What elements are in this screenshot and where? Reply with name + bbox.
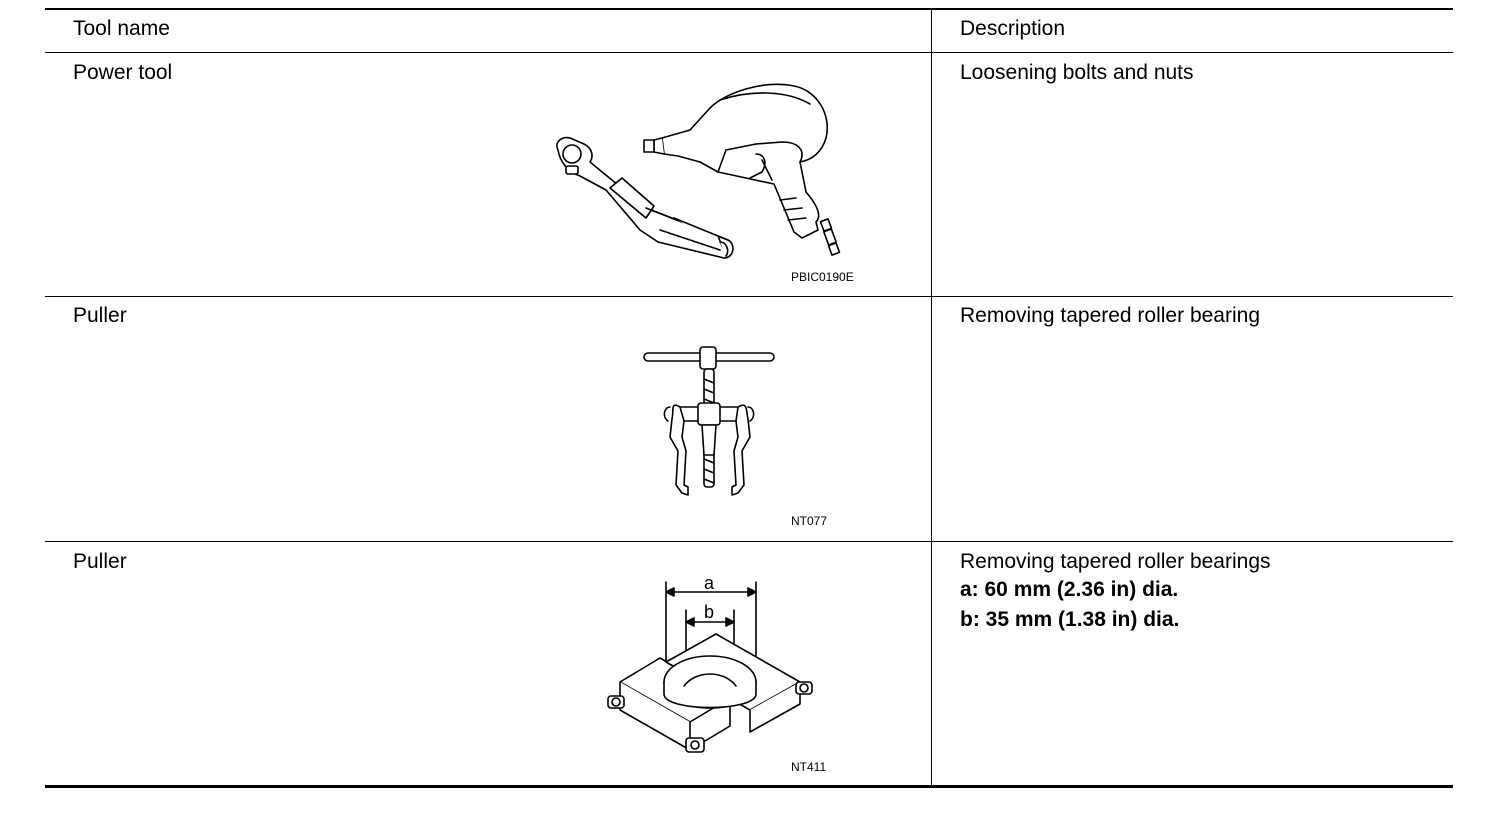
row-1-figure-code: PBIC0190E bbox=[791, 270, 854, 284]
row-2-figure-code: NT077 bbox=[791, 514, 828, 528]
column-divider bbox=[931, 8, 932, 787]
row-1-tool-name: Power tool bbox=[73, 61, 173, 84]
row-3-spec-a: a: 60 mm (2.36 in) dia. bbox=[960, 578, 1179, 601]
row-2-tool-name: Puller bbox=[73, 304, 127, 327]
row-3-spec-b: b: 35 mm (1.38 in) dia. bbox=[960, 608, 1180, 631]
bearing-puller-illustration bbox=[607, 581, 813, 753]
header-rule bbox=[45, 52, 1453, 53]
row-3-tool-name: Puller bbox=[73, 550, 127, 573]
bottom-rule bbox=[45, 785, 1453, 788]
row-3-figure-code: NT411 bbox=[791, 760, 827, 774]
top-rule bbox=[45, 8, 1453, 10]
header-description: Description bbox=[960, 17, 1066, 40]
row-3-description: Removing tapered roller bearings bbox=[960, 550, 1271, 573]
row-rule-1 bbox=[45, 296, 1453, 297]
power-tool-illustration bbox=[556, 83, 841, 259]
row-rule-2 bbox=[45, 541, 1453, 542]
tools-table: Tool name Description Power tool Looseni… bbox=[45, 8, 1453, 789]
gear-puller-illustration bbox=[643, 346, 775, 496]
dimension-label-b: b bbox=[704, 602, 715, 622]
row-1-description: Loosening bolts and nuts bbox=[960, 61, 1194, 84]
header-tool-name: Tool name bbox=[73, 17, 170, 40]
row-2-description: Removing tapered roller bearing bbox=[960, 304, 1260, 327]
dimension-label-a: a bbox=[704, 573, 715, 593]
